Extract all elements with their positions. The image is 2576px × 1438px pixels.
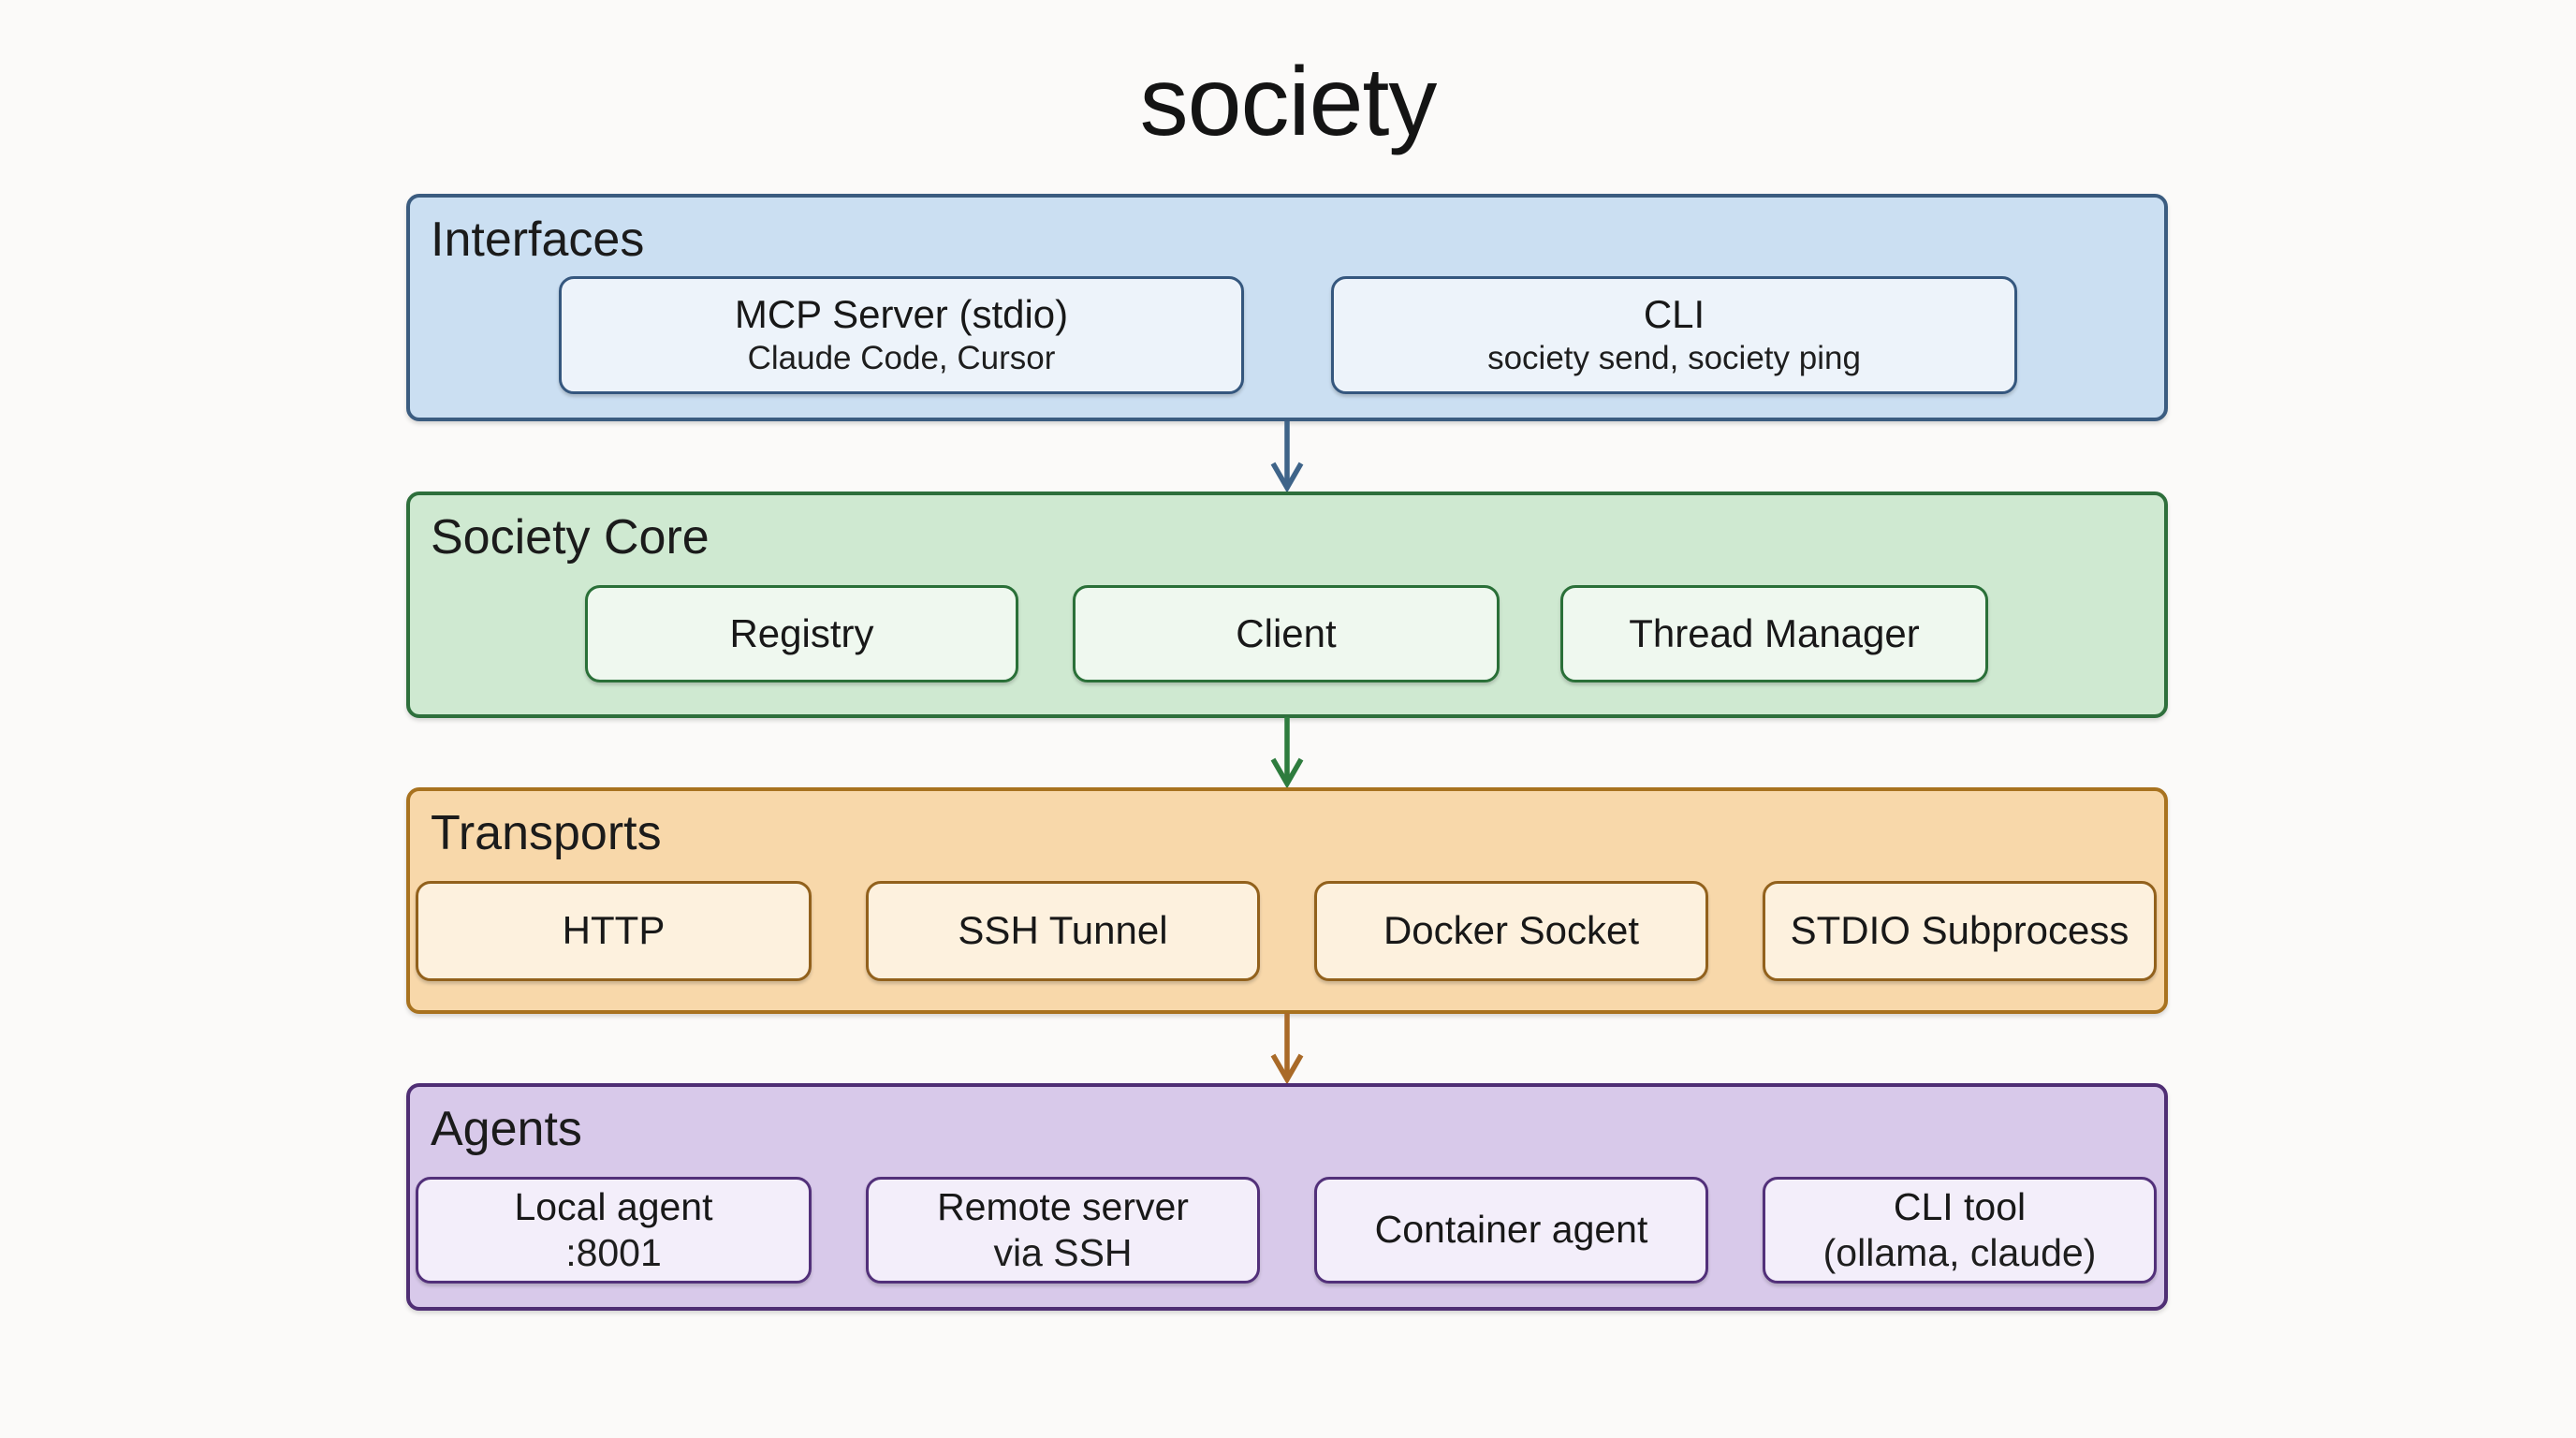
arrow-transports-to-agents-icon	[1259, 1013, 1315, 1084]
node-title: Registry	[729, 610, 874, 655]
arrow-core-to-transports-icon	[1259, 717, 1315, 788]
node-title: CLI	[1643, 291, 1705, 336]
node-remote-server: Remote server via SSH	[866, 1177, 1260, 1284]
node-ssh-tunnel: SSH Tunnel	[866, 881, 1260, 981]
node-title: Docker Socket	[1383, 908, 1640, 953]
node-title: CLI tool	[1893, 1184, 2027, 1228]
layer-label-agents: Agents	[431, 1102, 582, 1156]
layer-label-society-core: Society Core	[431, 510, 710, 565]
node-registry: Registry	[585, 585, 1018, 682]
layer-agents: Agents Local agent :8001 Remote server v…	[406, 1083, 2168, 1311]
node-title: STDIO Subprocess	[1790, 908, 2130, 953]
node-client: Client	[1073, 585, 1500, 682]
node-cli: CLI society send, society ping	[1331, 276, 2017, 394]
node-local-agent: Local agent :8001	[416, 1177, 812, 1284]
node-title: Container agent	[1374, 1208, 1648, 1252]
node-title: Thread Manager	[1629, 610, 1920, 655]
node-caption: Claude Code, Cursor	[747, 340, 1056, 377]
node-mcp-server: MCP Server (stdio) Claude Code, Cursor	[559, 276, 1244, 394]
node-caption: (ollama, claude)	[1822, 1231, 2097, 1274]
node-thread-manager: Thread Manager	[1560, 585, 1988, 682]
node-caption: society send, society ping	[1487, 340, 1861, 377]
layer-interfaces: Interfaces MCP Server (stdio) Claude Cod…	[406, 194, 2168, 421]
node-title: SSH Tunnel	[958, 908, 1168, 953]
layer-label-interfaces: Interfaces	[431, 213, 645, 267]
node-docker-socket: Docker Socket	[1314, 881, 1708, 981]
node-title: Client	[1236, 610, 1337, 655]
node-title: MCP Server (stdio)	[734, 291, 1069, 336]
node-title: Local agent	[514, 1184, 713, 1228]
node-title: HTTP	[562, 908, 666, 953]
diagram-title: society	[1139, 48, 1438, 156]
arrow-interfaces-to-core-icon	[1259, 421, 1315, 492]
node-title: Remote server	[937, 1184, 1189, 1228]
node-caption: via SSH	[993, 1231, 1133, 1274]
layer-label-transports: Transports	[431, 806, 662, 860]
node-container-agent: Container agent	[1314, 1177, 1708, 1284]
node-caption: :8001	[565, 1231, 662, 1274]
layer-society-core: Society Core Registry Client Thread Mana…	[406, 492, 2168, 718]
layer-transports: Transports HTTP SSH Tunnel Docker Socket…	[406, 787, 2168, 1014]
node-http: HTTP	[416, 881, 812, 981]
node-cli-tool: CLI tool (ollama, claude)	[1763, 1177, 2157, 1284]
node-stdio-subprocess: STDIO Subprocess	[1763, 881, 2157, 981]
